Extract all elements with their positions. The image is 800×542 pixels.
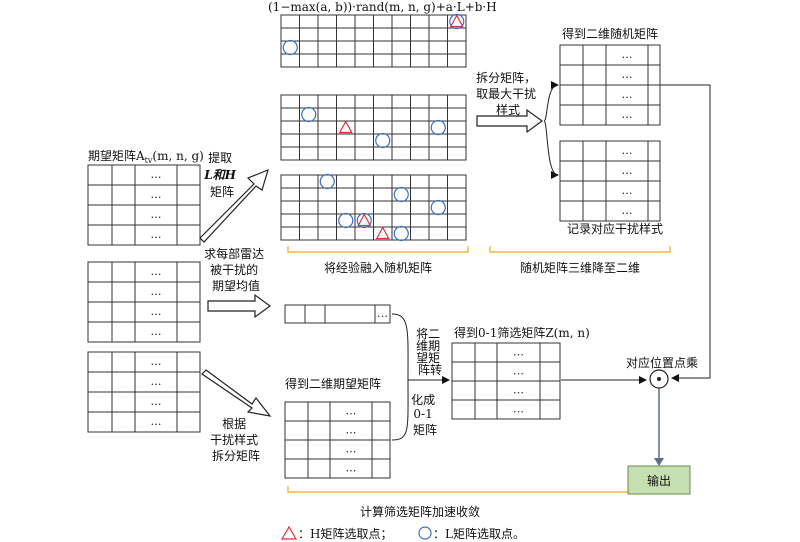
2d-random-matrix: … … … …: [559, 44, 661, 126]
z-filter-matrix: … … … …: [451, 342, 561, 420]
get-2d-expected-label: 得到二维期望矩阵: [285, 376, 381, 391]
ellipsis-cell: …: [151, 355, 162, 368]
ellipsis-cell: …: [622, 144, 633, 157]
split-by-pattern-label: 根据 干扰样式 拆分矩阵: [210, 417, 262, 463]
ellipsis-cell: …: [151, 325, 162, 338]
pointwise-label: 对应位置点乘: [626, 355, 698, 370]
ellipsis-cell: …: [151, 285, 162, 298]
expected-mean-vector: …: [284, 304, 391, 324]
ellipsis-cell: …: [513, 384, 524, 397]
l-selection-circle-icon: [282, 39, 298, 56]
expected-matrix-label: 期望矩阵Atv(m, n, g): [88, 149, 204, 165]
ellipsis-cell: …: [513, 346, 524, 359]
expected-matrix-3: … … … …: [87, 351, 201, 433]
ellipsis-cell: …: [346, 424, 357, 437]
legend-triangle-icon: [280, 525, 298, 540]
l-selection-circle-icon: [430, 119, 446, 136]
split-max-hollow-arrow: [476, 108, 544, 134]
mean-hollow-arrow: [207, 293, 272, 319]
ellipsis-cell: …: [622, 164, 633, 177]
l-selection-circle-icon: [301, 106, 317, 123]
output-label: 输出: [647, 473, 671, 488]
reduce-dims-label: 随机矩阵三维降至二维: [520, 260, 640, 275]
ellipsis-cell: …: [622, 108, 633, 121]
random-matrix-slice-1: [280, 14, 467, 68]
l-selection-circle-icon: [393, 186, 409, 203]
branch-to-random-matrix: [543, 81, 559, 122]
branch-to-pattern-matrix: [543, 120, 559, 179]
ellipsis-cell: …: [151, 395, 162, 408]
get-z-label: 得到0-1筛选矩阵Z(m, n): [454, 325, 590, 340]
convert-label-b: 化成 0-1 矩阵: [411, 393, 439, 437]
h-selection-triangle-icon: [338, 120, 353, 134]
l-selection-circle-icon: [375, 132, 391, 149]
l-selection-circle-icon: [449, 13, 465, 30]
ellipsis-cell: …: [622, 184, 633, 197]
ellipsis-cell: …: [151, 188, 162, 201]
split-max-label: 拆分矩阵， 取最大干扰 样式: [476, 70, 540, 117]
formula-text: (1−max(a, b))·rand(m, n, g)+a·L+b·H: [268, 0, 497, 14]
random-matrix-slice-2: [280, 94, 467, 161]
mean-per-radar-label: 求每部雷达 被干扰的 期望均值: [204, 246, 268, 293]
ellipsis-cell: …: [151, 208, 162, 221]
output-box: [627, 465, 691, 495]
ellipsis-cell: …: [151, 265, 162, 278]
ellipsis-cell: …: [622, 204, 633, 217]
h-selection-triangle-icon: [375, 226, 390, 240]
extract-lh-label: 提取 L和H 矩阵: [203, 150, 240, 199]
ellipsis-cell: …: [346, 443, 357, 456]
ellipsis-cell: …: [622, 48, 633, 61]
2d-expected-matrix: … … … …: [284, 401, 391, 479]
accelerate-bracket: [287, 486, 669, 493]
output-arrowhead: [654, 458, 664, 466]
random-to-multiply-line: [660, 84, 711, 382]
h-selection-triangle-icon: [357, 213, 372, 227]
fuse-experience-label: 将经验融入随机矩阵: [324, 260, 432, 275]
ellipsis-cell: …: [346, 405, 357, 418]
legend-l-label: ：L矩阵选取点。: [433, 527, 525, 541]
pattern-record-matrix: … … … …: [559, 140, 661, 222]
ellipsis-cell: …: [513, 403, 524, 416]
convert-label-a: 将二 维期 望矩 阵转: [416, 327, 444, 377]
ellipsis-cell: …: [346, 462, 357, 475]
l-selection-circle-icon: [430, 199, 446, 216]
record-pattern-label: 记录对应干扰样式: [567, 221, 663, 236]
pointwise-dot-icon: [657, 377, 661, 381]
merge-curve: [391, 313, 409, 441]
expected-matrix-2: … … … …: [87, 261, 201, 343]
ellipsis-cell: …: [622, 68, 633, 81]
ellipsis-cell: …: [151, 375, 162, 388]
expected-matrix: … … … …: [87, 164, 201, 246]
h-selection-triangle-icon: [449, 14, 464, 28]
ellipsis-cell: …: [151, 305, 162, 318]
accelerate-label: 计算筛选矩阵加速收敛: [360, 504, 480, 519]
l-selection-circle-icon: [356, 212, 372, 229]
get-2d-random-label: 得到二维随机矩阵: [562, 26, 658, 41]
reduce-bracket: [489, 246, 671, 253]
l-selection-circle-icon: [393, 225, 409, 242]
l-selection-circle-icon: [338, 212, 354, 229]
ellipsis-cell: …: [513, 365, 524, 378]
split-hollow-arrow: [201, 369, 272, 417]
random-matrix-slice-3: [280, 174, 467, 241]
ellipsis-cell: …: [377, 307, 388, 320]
ellipsis-cell: …: [151, 228, 162, 241]
extract-hollow-arrow: [199, 168, 269, 243]
legend-h-label: ：H矩阵选取点；: [298, 527, 392, 541]
ellipsis-cell: …: [622, 88, 633, 101]
ellipsis-cell: …: [151, 415, 162, 428]
ellipsis-cell: …: [151, 168, 162, 181]
l-selection-circle-icon: [319, 173, 335, 190]
fuse-bracket: [287, 246, 469, 253]
legend-circle-icon: [418, 526, 432, 540]
